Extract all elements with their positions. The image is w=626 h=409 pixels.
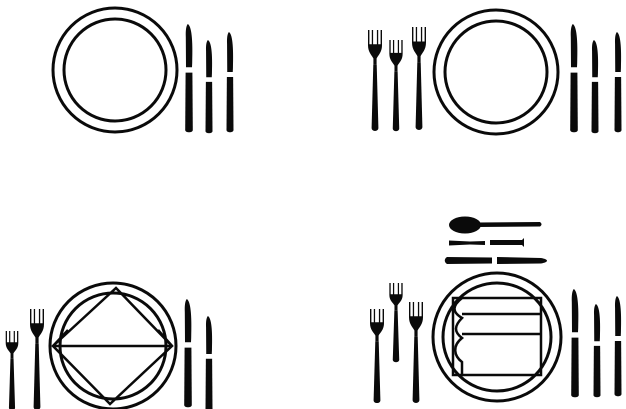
napkin-rectangular-fold [453,298,541,375]
fish-knife [592,40,599,133]
dinner-knife [570,24,578,132]
napkin-diamond-fold [53,288,172,404]
dinner-knife [185,24,193,132]
dinner-knife [184,299,192,407]
setting-plate-knives [53,8,233,133]
fish-fork [389,40,402,131]
dinner-fork [30,309,44,409]
starter-fork [368,30,382,131]
dinner-fork [412,27,426,130]
starter-knife [615,296,622,396]
dessert-fork [449,238,524,247]
plate [53,8,177,132]
starter-knife [227,32,234,132]
dinner-fork [409,302,423,403]
starter-knife [615,32,622,132]
setting-forks-plate-knives [368,10,621,134]
dessert-spoon [449,217,542,234]
starter-knife [206,316,213,409]
setting-napkin-with-dessert-cutlery [370,217,621,404]
fish-fork [389,283,402,362]
starter-fork [6,331,19,409]
starter-fork [370,309,384,403]
dinner-knife [571,289,579,397]
plate [434,10,558,134]
dessert-knife [445,257,547,264]
fish-knife [594,304,601,397]
setting-folded-napkin [6,283,213,409]
fish-knife [206,40,213,133]
